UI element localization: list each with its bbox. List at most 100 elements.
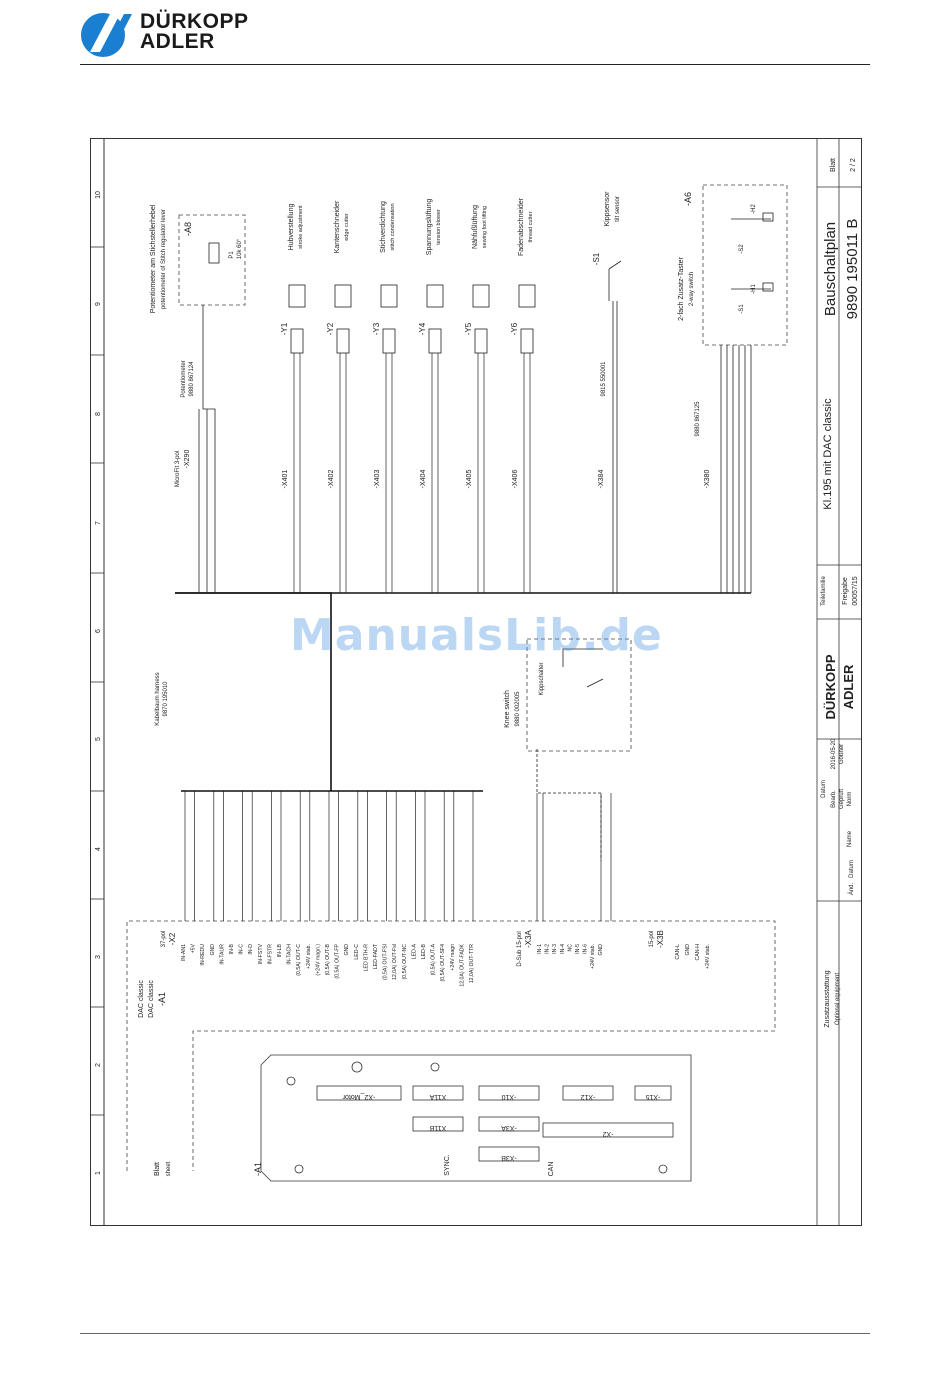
x3a-pin-label: IN-6 <box>583 944 589 954</box>
x2-wires <box>184 791 474 921</box>
potentiometer <box>178 214 246 593</box>
title-block <box>816 139 861 1225</box>
x2-pin-label: LED-A <box>411 943 417 959</box>
twoway-part-h1: -H1 <box>751 284 757 294</box>
valve-name-en: stitch condensation <box>390 203 396 250</box>
title-logo-line2: ADLER <box>841 664 856 709</box>
sheet-arrow-label: sheet <box>166 1161 172 1176</box>
x2-pin-label: 12,0A) OUT-TTR <box>469 944 475 983</box>
valve-ref: -Y6 <box>510 322 519 335</box>
x3a-pin-label: IN-3 <box>552 944 558 954</box>
norm-label: Norm <box>847 792 853 807</box>
valve-connector: -X401 <box>282 470 289 489</box>
grid-numbers: 10 9 8 7 6 5 4 3 2 1 <box>95 191 102 1175</box>
poti-connector-type: MicroFit 3-pol <box>175 451 181 487</box>
knee-labels: Knee switch 9880 002005 Kippschalter <box>504 662 545 727</box>
x2-pin-label: LED-FADT <box>373 943 379 969</box>
name-label: Name <box>847 830 853 847</box>
connector-x2: -X2 <box>602 1130 613 1137</box>
grid-number-2: 2 <box>95 1063 102 1067</box>
dac-name-2: DAC classic <box>148 980 155 1018</box>
connector-x11a: X11A <box>429 1093 446 1100</box>
dac-outline <box>126 920 776 1171</box>
harness-labels: Kabelbaum harness 9870 195010 <box>155 672 169 725</box>
x3b-pin-label: CAN-L <box>675 944 681 960</box>
drawing-number: 9890 195011 B <box>844 219 861 320</box>
dac-name-1: DAC classic <box>138 980 145 1018</box>
x2-pin-label: (0,5A) OUT-NC <box>402 944 408 980</box>
harness-label: Kabelbaum harness <box>155 672 161 725</box>
solenoid-coil-icon <box>474 328 488 354</box>
x3a-pin-label: IN-5 <box>575 944 581 954</box>
x2-pin-label: (0,5A) OUT-B <box>325 943 331 975</box>
connector-x3a: -X3A <box>501 1124 517 1131</box>
grid-number-5: 5 <box>95 737 102 741</box>
x2-pin-label: IN-AN1 <box>181 944 187 961</box>
x2-pin-label: +5V <box>191 943 197 953</box>
grid-number-10: 10 <box>95 191 102 199</box>
x3b-pin-label: CAN-H <box>695 944 701 961</box>
valve-name-de: Hubverstellung <box>288 204 295 251</box>
x2-pin-label: (0,5A) OUT-SF4 <box>440 944 446 982</box>
poti-part: P1 <box>229 251 235 259</box>
grid-number-1: 1 <box>95 1171 102 1175</box>
datum2-label: Datum <box>849 860 855 878</box>
wiring-diagram-sheet: 10 9 8 7 6 5 4 3 2 1 Blatt 2 / 2 Bauscha… <box>90 138 862 1226</box>
valve-name-de: Nähfußlüftung <box>472 205 479 249</box>
x3b-pin-label: +24V stab. <box>705 944 711 969</box>
valve-name-de: Spannungslüftung <box>426 199 433 256</box>
blatt-arrow-label: Blatt <box>154 1162 161 1176</box>
tilt-connector: -X384 <box>598 470 605 489</box>
x3a-type: D-Sub 15-pol <box>517 931 523 966</box>
valve-ref: -Y4 <box>418 322 427 335</box>
datum-value: 2016-05-20 <box>831 738 837 769</box>
x2-pin-label: (0,5A) OUT-C <box>296 944 302 976</box>
x2-pin-label: 12,0A) OUT-Fsl <box>392 944 398 980</box>
title-logo-line1: DÜRKOPP <box>823 654 838 719</box>
connector-x15: -X15 <box>646 1093 661 1100</box>
x3a-pin-label: GND <box>598 944 604 956</box>
board-labels: -X2_Motor X11A -X10 -X12 -X15 X11B -X3A … <box>154 1093 660 1176</box>
valve-connector: -X404 <box>420 470 427 489</box>
connector-x10: -X10 <box>502 1093 517 1100</box>
two-way-switch <box>702 184 788 593</box>
x3a-pin-label: IN-1 <box>537 944 543 954</box>
x3a-wires <box>536 793 612 921</box>
twoway-de: 2-fach Zusatz-Taster <box>678 256 685 320</box>
knee-title: Knee switch <box>504 690 511 728</box>
twoway-part-s1: -S1 <box>739 304 745 314</box>
x2-pin-label: IN-LB <box>277 943 283 957</box>
potentiometer-labels: Potentiometer am Stichstellerhebel poten… <box>150 204 243 487</box>
freigabe-label: Freigabe <box>842 577 849 605</box>
x2-type: 37-pol <box>161 931 167 948</box>
x2-pin-label: LED BTH-R <box>363 944 369 972</box>
drawing-subject: Kl.195 mit DAC classic <box>822 398 834 510</box>
page-header: DÜRKOPP ADLER <box>80 8 870 65</box>
harness-number: 9870 195010 <box>163 681 169 717</box>
twoway-part-h2: -H2 <box>751 204 757 214</box>
knee-number: 9880 002005 <box>515 691 521 727</box>
x2-pin-label: (0,5A) OUT-A <box>431 943 437 975</box>
board-can-label: CAN <box>548 1162 555 1177</box>
valve-name-en: tension blower <box>436 209 442 245</box>
solenoid-coil-icon <box>382 328 396 354</box>
twoway-part-s2: -S2 <box>739 244 745 254</box>
x2-pin-label: IN-TAUR <box>219 944 225 965</box>
tilt-en: tilt sensor <box>615 196 621 222</box>
x3a-label: -X3A <box>524 929 533 947</box>
x2-pin-label: IN-C <box>239 944 245 955</box>
valve-name-de: Fadenabschneider <box>518 197 525 256</box>
dac-labels: DAC classic DAC classic -A1 -X2 37-pol -… <box>138 929 841 1027</box>
valve-name-en: sewing foot lifting <box>482 206 488 248</box>
tilt-number: 9815 550001 <box>601 361 607 397</box>
x2-pin-label: IN-B <box>229 943 235 954</box>
grid-number-9: 9 <box>95 302 102 306</box>
brand-line1: DÜRKOPP <box>140 10 249 33</box>
connector-x3b: -X3B <box>501 1154 517 1161</box>
tilt-labels: -S1 Kippsensor tilt sensor 9815 550001 -… <box>592 191 621 489</box>
grid-number-3: 3 <box>95 955 102 959</box>
x2-pin-label: IN-REDU <box>200 944 206 966</box>
brand-name: DÜRKOPP ADLER <box>140 10 249 52</box>
